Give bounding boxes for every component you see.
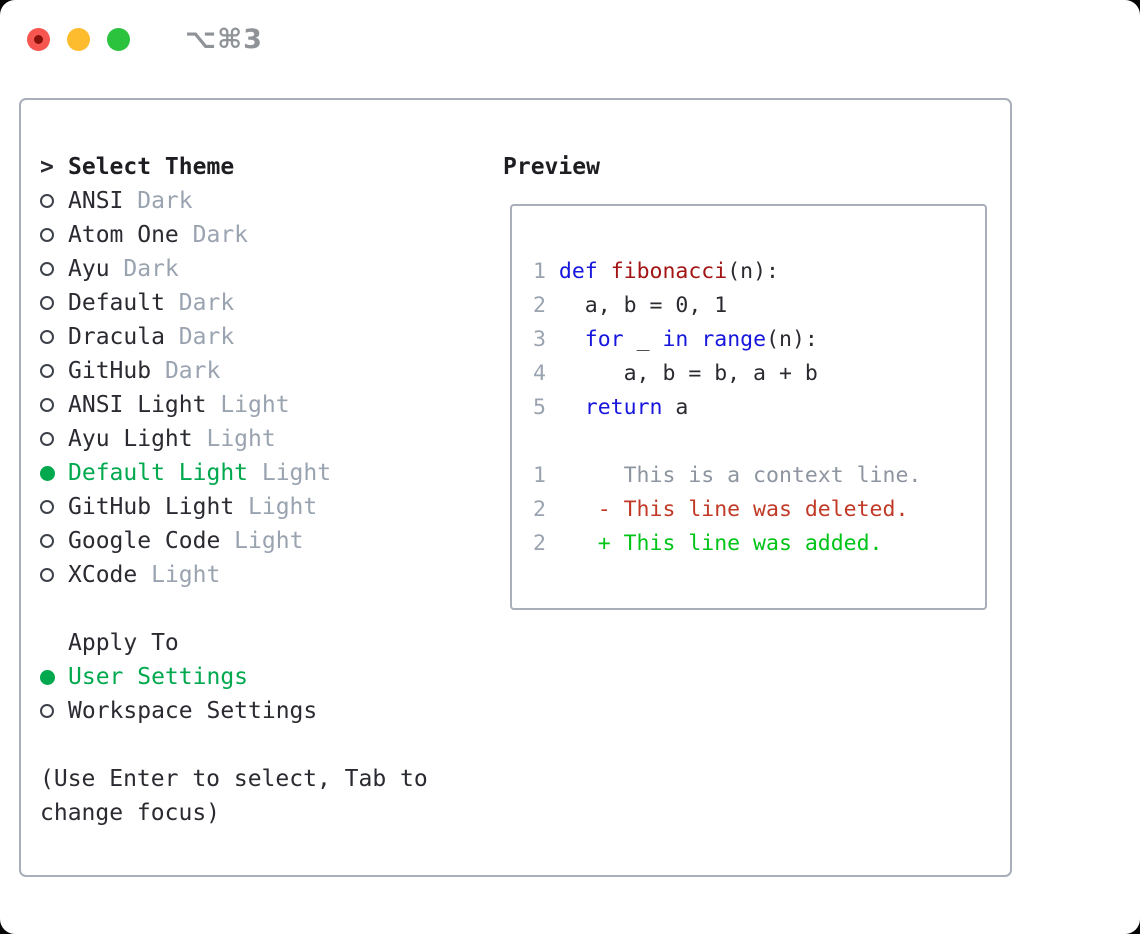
theme-item-kind: Light bbox=[220, 528, 304, 554]
radio-unselected-icon bbox=[40, 330, 54, 344]
select-theme-header-row: > Select Theme bbox=[40, 150, 428, 184]
radio-unselected-icon bbox=[40, 194, 54, 208]
theme-item-label: Default Light bbox=[68, 460, 249, 486]
theme-item-xcode[interactable]: XCode Light bbox=[40, 558, 428, 592]
theme-item-label: Ayu bbox=[68, 256, 110, 282]
code-line bbox=[533, 425, 985, 459]
code-line: 2 a, b = 0, 1 bbox=[533, 293, 728, 318]
theme-item-kind: Light bbox=[192, 426, 276, 452]
apply-item-label: Workspace Settings bbox=[68, 698, 318, 724]
code-line: 4 a, b = b, a + b bbox=[533, 361, 818, 386]
theme-item-label: Default bbox=[68, 290, 165, 316]
select-theme-header: Select Theme bbox=[68, 154, 235, 180]
zoom-button-icon[interactable] bbox=[107, 27, 130, 51]
radio-unselected-icon bbox=[40, 228, 54, 242]
titlebar: ⌥⌘3 bbox=[0, 0, 1140, 78]
theme-item-label: Google Code bbox=[68, 528, 221, 554]
theme-item-atom-one[interactable]: Atom One Dark bbox=[40, 218, 428, 252]
theme-item-dracula[interactable]: Dracula Dark bbox=[40, 320, 428, 354]
theme-item-kind: Light bbox=[137, 562, 221, 588]
theme-item-ayu-light[interactable]: Ayu Light Light bbox=[40, 422, 428, 456]
theme-item-label: XCode bbox=[68, 562, 138, 588]
theme-item-github[interactable]: GitHub Dark bbox=[40, 354, 428, 388]
radio-selected-icon bbox=[40, 465, 55, 481]
apply-to-header: Apply To bbox=[68, 630, 179, 656]
apply-to-header-row: Apply To bbox=[40, 626, 428, 660]
radio-unselected-icon bbox=[40, 364, 54, 378]
code-line: 2 - This line was deleted. bbox=[533, 497, 909, 522]
code-line: 3 for _ in range(n): bbox=[533, 327, 818, 352]
radio-unselected-icon bbox=[40, 704, 54, 718]
theme-item-kind: Light bbox=[234, 494, 318, 520]
theme-item-kind: Dark bbox=[178, 222, 249, 248]
theme-item-label: ANSI bbox=[68, 188, 124, 214]
close-button-icon[interactable] bbox=[27, 27, 50, 51]
hint-text-line-2: change focus) bbox=[40, 800, 221, 826]
spacer bbox=[40, 592, 428, 626]
theme-item-label: ANSI Light bbox=[68, 392, 207, 418]
preview-header: Preview bbox=[503, 154, 600, 180]
preview-box: 1 def fibonacci(n): 2 a, b = 0, 1 3 for _ … bbox=[510, 204, 987, 610]
code-line: 1 def fibonacci(n): bbox=[533, 259, 779, 284]
theme-item-label: Atom One bbox=[68, 222, 179, 248]
theme-item-default-light[interactable]: Default Light Light bbox=[40, 456, 428, 490]
apply-item-workspace-settings[interactable]: Workspace Settings bbox=[40, 694, 428, 728]
theme-item-kind: Dark bbox=[164, 290, 235, 316]
apply-item-label: User Settings bbox=[68, 664, 249, 690]
theme-item-label: Dracula bbox=[68, 324, 165, 350]
radio-unselected-icon bbox=[40, 534, 54, 548]
spacer bbox=[40, 728, 428, 762]
theme-item-ayu[interactable]: Ayu Dark bbox=[40, 252, 428, 286]
radio-unselected-icon bbox=[40, 262, 54, 276]
window-title: ⌥⌘3 bbox=[185, 23, 263, 55]
radio-unselected-icon bbox=[40, 568, 54, 582]
radio-unselected-icon bbox=[40, 500, 54, 514]
radio-unselected-icon bbox=[40, 398, 54, 412]
theme-item-label: Ayu Light bbox=[68, 426, 193, 452]
theme-item-github-light[interactable]: GitHub Light Light bbox=[40, 490, 428, 524]
theme-item-default[interactable]: Default Dark bbox=[40, 286, 428, 320]
code-line: 2 + This line was added. bbox=[533, 531, 883, 556]
theme-item-google-code[interactable]: Google Code Light bbox=[40, 524, 428, 558]
theme-item-kind: Dark bbox=[151, 358, 221, 384]
theme-item-kind: Dark bbox=[123, 188, 193, 214]
theme-item-kind: Light bbox=[206, 392, 290, 418]
theme-item-label: GitHub bbox=[68, 358, 152, 384]
cursor-icon: > bbox=[40, 154, 54, 180]
code-line: 1 This is a context line. bbox=[533, 463, 922, 488]
apply-item-user-settings[interactable]: User Settings bbox=[40, 660, 428, 694]
theme-item-kind: Dark bbox=[109, 256, 179, 282]
radio-unselected-icon bbox=[40, 432, 54, 446]
radio-unselected-icon bbox=[40, 296, 54, 310]
minimize-button-icon[interactable] bbox=[67, 27, 90, 51]
theme-item-label: GitHub Light bbox=[68, 494, 235, 520]
theme-item-ansi[interactable]: ANSI Dark bbox=[40, 184, 428, 218]
hint-text-line-1: (Use Enter to select, Tab to bbox=[40, 766, 428, 792]
theme-item-kind: Dark bbox=[164, 324, 235, 350]
code-line: 5 return a bbox=[533, 395, 689, 420]
theme-item-kind: Light bbox=[248, 460, 332, 486]
theme-item-ansi-light[interactable]: ANSI Light Light bbox=[40, 388, 428, 422]
radio-selected-icon bbox=[40, 669, 55, 685]
